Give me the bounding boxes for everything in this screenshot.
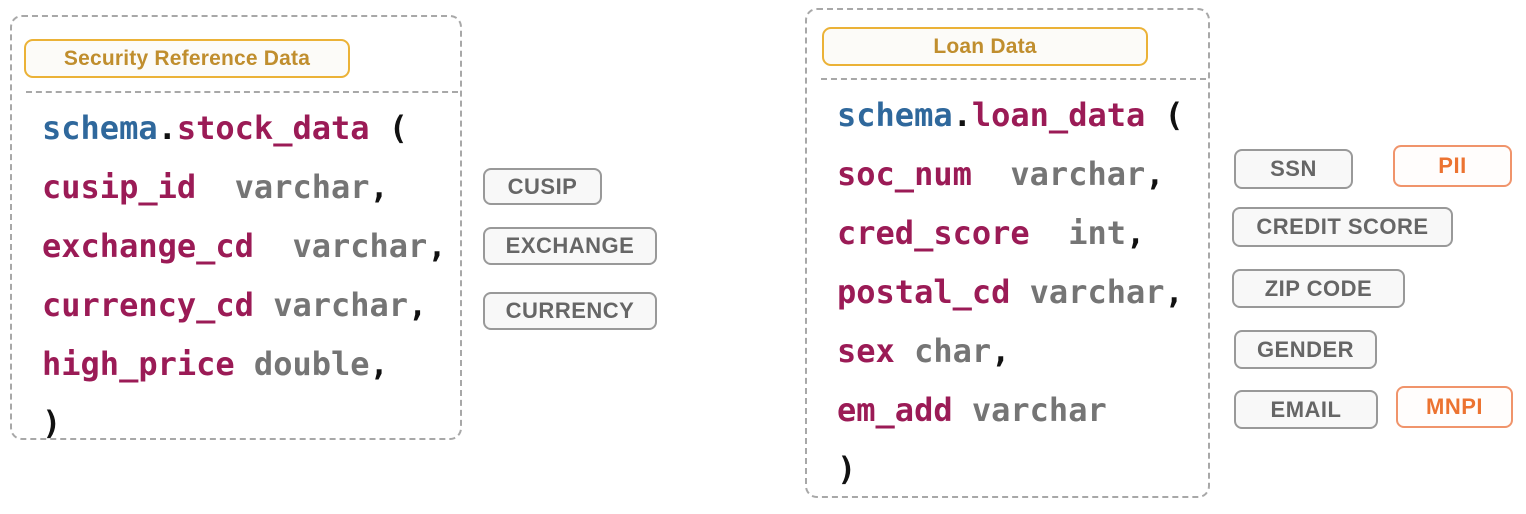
panel-title-separator	[821, 78, 1206, 80]
code-line: sex char,	[837, 332, 1011, 370]
code-line: schema.stock_data (	[42, 109, 409, 147]
tag-gender[interactable]: GENDER	[1234, 330, 1377, 369]
loan-data-schema-code: schema.loan_data ( soc_num varchar, cred_s…	[837, 86, 1184, 499]
code-line: em_add varchar	[837, 391, 1107, 429]
tag-credit-score[interactable]: CREDIT SCORE	[1232, 207, 1453, 247]
security-reference-data-title-badge: Security Reference Data	[24, 39, 350, 78]
tag-cusip[interactable]: CUSIP	[483, 168, 602, 205]
tag-mnpi[interactable]: MNPI	[1396, 386, 1513, 428]
security-reference-data-panel: Security Reference Data schema.stock_dat…	[10, 15, 462, 442]
tag-exchange[interactable]: EXCHANGE	[483, 227, 657, 265]
code-line: )	[837, 450, 857, 488]
code-line: exchange_cd varchar,	[42, 227, 447, 265]
code-line: high_price double,	[42, 345, 389, 383]
tag-pii[interactable]: PII	[1393, 145, 1512, 187]
loan-data-panel: Loan Data schema.loan_data ( soc_num varc…	[805, 8, 1210, 498]
tag-ssn[interactable]: SSN	[1234, 149, 1353, 189]
panel-title-separator	[26, 91, 458, 93]
code-line: postal_cd varchar,	[837, 273, 1184, 311]
code-line: currency_cd varchar,	[42, 286, 428, 324]
code-line: cred_score int,	[837, 214, 1146, 252]
code-line: schema.loan_data (	[837, 96, 1184, 134]
tag-email[interactable]: EMAIL	[1234, 390, 1378, 429]
code-line: cusip_id varchar,	[42, 168, 389, 206]
tag-zip-code[interactable]: ZIP CODE	[1232, 269, 1405, 308]
code-line: soc_num varchar,	[837, 155, 1165, 193]
loan-data-title-badge: Loan Data	[822, 27, 1148, 66]
tag-currency[interactable]: CURRENCY	[483, 292, 657, 330]
stock-data-schema-code: schema.stock_data ( cusip_id varchar, exch…	[42, 99, 447, 453]
code-line: )	[42, 404, 62, 442]
